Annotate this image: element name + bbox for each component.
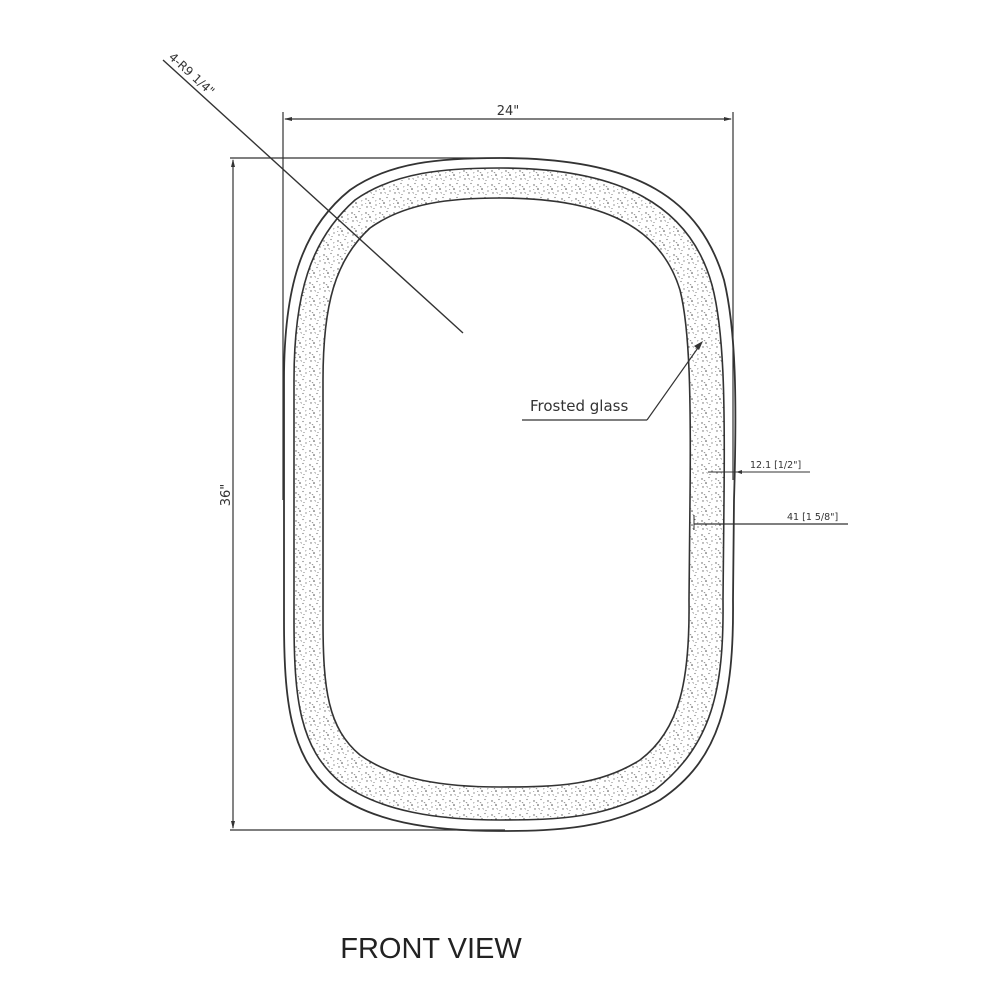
arrow-left-icon bbox=[736, 470, 742, 474]
frost-band-label: 41 [1 5/8"] bbox=[787, 512, 838, 523]
frame-thickness-dimension: 12.1 [1/2"] bbox=[708, 460, 810, 474]
width-label: 24" bbox=[497, 104, 520, 119]
arrow-up-icon bbox=[231, 159, 235, 167]
frosted-glass-leader bbox=[646, 344, 701, 421]
view-title: FRONT VIEW bbox=[340, 933, 522, 965]
frosted-glass-callout: Frosted glass bbox=[522, 341, 703, 421]
frosted-glass-band bbox=[293, 167, 726, 821]
width-dimension: 24" bbox=[282, 104, 734, 500]
outer-frame-outline bbox=[283, 157, 737, 832]
height-dimension: 36" bbox=[219, 157, 505, 831]
frame-thickness-label: 12.1 [1/2"] bbox=[750, 460, 801, 471]
radius-leader-line bbox=[162, 59, 464, 334]
frost-band-dimension: 41 [1 5/8"] bbox=[693, 512, 848, 530]
arrow-down-icon bbox=[231, 821, 235, 829]
arrow-icon bbox=[694, 341, 703, 350]
corner-radius-label: 4-R9 1/4" bbox=[166, 50, 217, 98]
height-label: 36" bbox=[219, 484, 234, 507]
arrow-left-icon bbox=[284, 117, 292, 121]
frosted-glass-label: Frosted glass bbox=[530, 397, 628, 415]
mirror-frame bbox=[283, 157, 737, 832]
arrow-right-icon bbox=[724, 117, 732, 121]
